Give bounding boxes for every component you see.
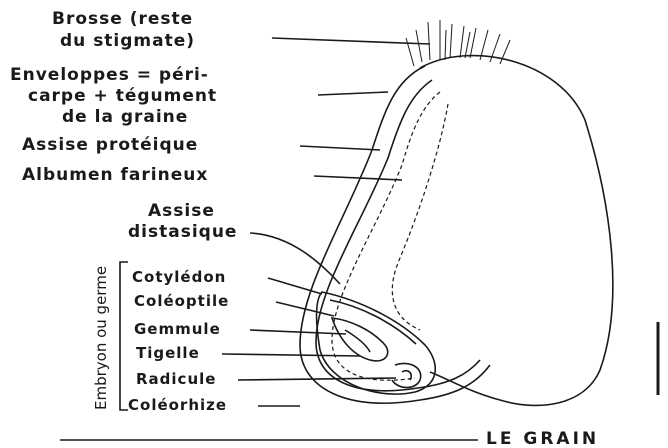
- label-coleoptile: Coléoptile: [134, 292, 229, 310]
- grain-outline: [420, 56, 613, 406]
- pericarp-inner: [316, 80, 480, 391]
- label-radicule: Radicule: [136, 370, 216, 388]
- label-enveloppes-line1: Enveloppes = péri-: [10, 65, 209, 85]
- leader-radicule: [238, 378, 396, 380]
- label-enveloppes: Enveloppes = péri- carpe + tégument de l…: [10, 65, 388, 127]
- label-assise-distasique-line2: distasique: [128, 222, 237, 242]
- label-cotyledon: Cotylédon: [132, 268, 226, 286]
- embryo-group: Embryon ou germe Cotylédon Coléoptile Ge…: [92, 262, 396, 414]
- leader-gemmule: [250, 330, 346, 334]
- label-albumen-text: Albumen farineux: [22, 165, 208, 185]
- title-block: LE GRAIN: [60, 429, 599, 448]
- leader-coleoptile: [276, 302, 334, 316]
- leader-tigelle: [222, 354, 360, 356]
- label-albumen: Albumen farineux: [22, 165, 402, 185]
- label-brosse: Brosse (reste du stigmate): [52, 9, 430, 51]
- label-brosse-line1: Brosse (reste: [52, 9, 193, 29]
- label-brosse-line2: du stigmate): [60, 31, 195, 51]
- label-enveloppes-line3: de la graine: [62, 107, 188, 127]
- label-tigelle: Tigelle: [136, 344, 200, 362]
- label-assise-proteique: Assise protéique: [22, 135, 380, 155]
- label-coleorhize: Coléorhize: [128, 396, 227, 414]
- leader-enveloppes: [318, 92, 388, 95]
- albumen-boundary: [392, 104, 448, 330]
- grain-illustration: [300, 20, 658, 405]
- label-assise-distasique-line1: Assise: [148, 201, 215, 221]
- embryo-bracket: [120, 262, 128, 410]
- label-embryon: Embryon ou germe: [92, 266, 110, 410]
- leader-assise-distasique: [250, 233, 340, 284]
- leader-albumen: [314, 176, 402, 180]
- label-assise-proteique-text: Assise protéique: [22, 135, 198, 155]
- pericarp-outer: [300, 66, 490, 403]
- leader-assise-proteique: [300, 146, 380, 150]
- protein-layer: [332, 92, 440, 380]
- diagram-title: LE GRAIN: [486, 429, 599, 448]
- label-gemmule: Gemmule: [134, 320, 221, 338]
- label-enveloppes-line2: carpe + tégument: [28, 86, 217, 106]
